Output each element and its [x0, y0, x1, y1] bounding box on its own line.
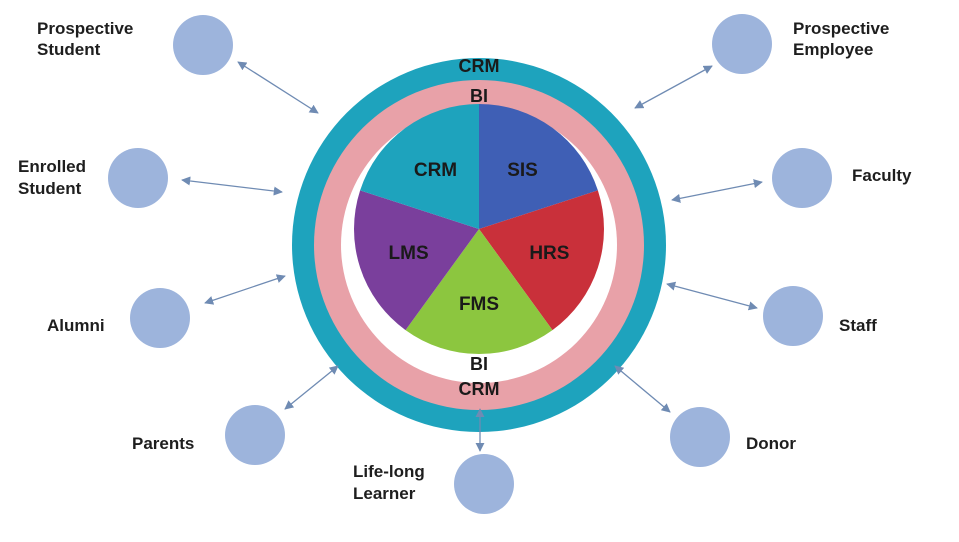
sector-label-fms: FMS [459, 294, 499, 315]
node-prospective-employee [712, 14, 772, 74]
node-parents [225, 405, 285, 465]
arrow-donor [614, 365, 671, 413]
node-donor [670, 407, 730, 467]
label-alumni: Alumni [47, 316, 105, 335]
sector-fms [405, 229, 553, 355]
arrow-alumni [204, 274, 286, 305]
sector-lms [354, 190, 479, 331]
module-pie: SIS HRS FMS LMS CRM [354, 104, 604, 355]
node-prospective-student [173, 15, 233, 75]
node-life-long-learner [454, 454, 514, 514]
arrow-parents [284, 365, 339, 410]
node-faculty [772, 148, 832, 208]
central-diagram: SIS HRS FMS LMS CRM CRM BI BI CRM [292, 56, 666, 432]
outer-ring-label-top: CRM [459, 56, 500, 76]
sector-label-hrs: HRS [529, 243, 569, 264]
arrow-enrolled-student [181, 176, 283, 196]
arrow-staff [666, 281, 758, 311]
sector-hrs [479, 190, 604, 331]
connector-arrows [181, 61, 763, 452]
label-parents: Parents [132, 434, 194, 453]
inner-ring-label-bottom: BI [470, 354, 488, 374]
sector-label-sis: SIS [507, 160, 538, 181]
label-life-long-learner: Life-long Learner [353, 462, 430, 503]
label-staff: Staff [839, 316, 877, 335]
label-prospective-student: Prospective Student [37, 19, 138, 59]
sector-sis [479, 104, 598, 229]
stakeholder-nodes [108, 14, 832, 514]
arrow-prospective-employee [634, 65, 713, 109]
node-alumni [130, 288, 190, 348]
node-staff [763, 286, 823, 346]
sector-label-lms: LMS [389, 243, 429, 264]
arrow-prospective-student [237, 61, 319, 114]
label-faculty: Faculty [852, 166, 912, 185]
outer-ring-label-bottom: CRM [459, 379, 500, 399]
stakeholder-labels: Prospective Student Enrolled Student Alu… [18, 19, 912, 503]
inner-ring-label-top: BI [470, 86, 488, 106]
label-enrolled-student: Enrolled Student [18, 157, 91, 198]
label-donor: Donor [746, 434, 796, 453]
sector-crm [360, 104, 479, 229]
arrow-faculty [671, 179, 763, 203]
node-enrolled-student [108, 148, 168, 208]
sector-label-crm: CRM [414, 160, 457, 181]
label-prospective-employee: Prospective Employee [793, 19, 894, 59]
